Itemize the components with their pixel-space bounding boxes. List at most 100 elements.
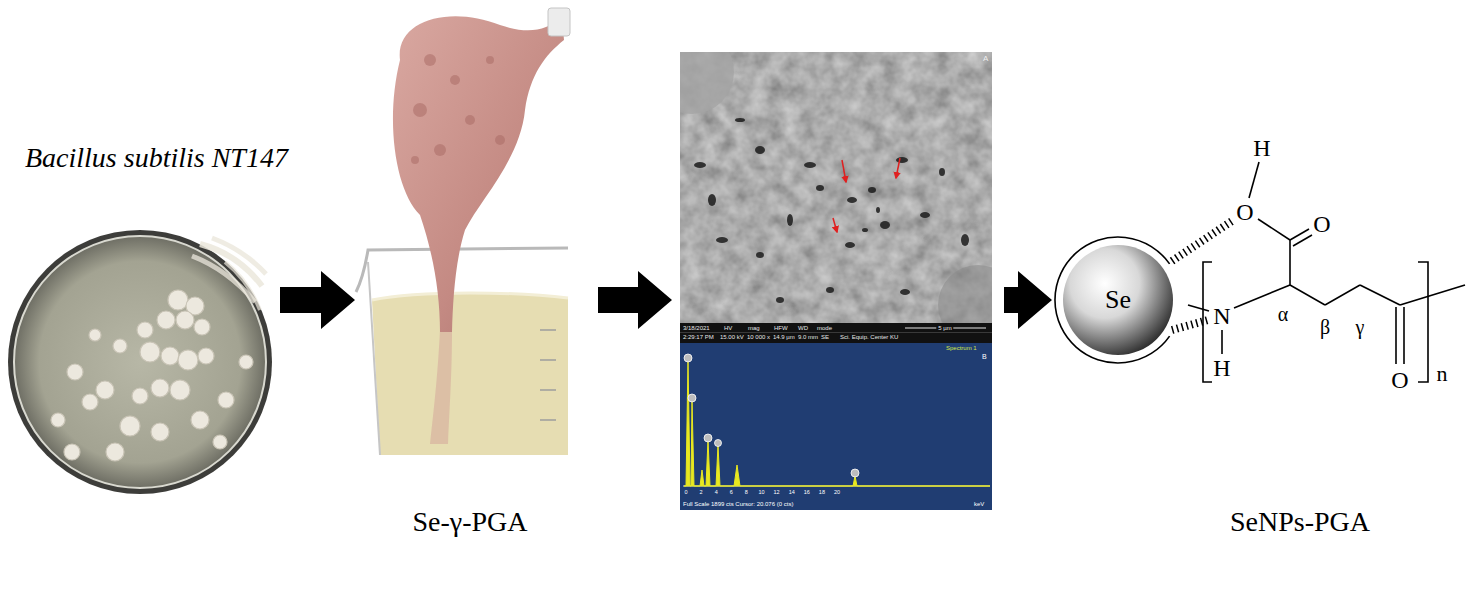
sem-info-bar bbox=[680, 323, 992, 343]
gel-beaker-photo bbox=[356, 8, 570, 455]
gel-beaker-photo-part bbox=[368, 262, 380, 455]
sem-image-part-part bbox=[845, 242, 855, 248]
micrograph-text: Full Scale 1899 cts Cursor: 20.076 (0 ct… bbox=[683, 501, 793, 507]
micrograph-text: 14.9 µm bbox=[773, 334, 795, 340]
panel-caption: SeNPs-PGA bbox=[1230, 508, 1370, 536]
chemical-structure-part bbox=[1360, 285, 1400, 305]
carbon-position: β bbox=[1320, 317, 1330, 337]
eds-spectrum-part bbox=[684, 360, 990, 486]
micrograph-text: 3/18/2021 bbox=[683, 325, 710, 331]
micrograph-text: mag bbox=[748, 325, 760, 331]
petri-dish-part-part bbox=[176, 311, 194, 329]
sem-image bbox=[680, 52, 992, 323]
micrograph-text: 10 bbox=[758, 490, 764, 496]
repeat-subscript: n bbox=[1437, 363, 1448, 385]
chemical-structure-part bbox=[1203, 262, 1212, 382]
red-pointer-part bbox=[842, 160, 846, 182]
gel-beaker-photo-part bbox=[356, 248, 568, 292]
sem-image-part-part bbox=[961, 234, 969, 246]
sem-image-part-part bbox=[694, 162, 706, 168]
chemical-structure-part bbox=[1063, 245, 1173, 355]
sem-image-part bbox=[938, 265, 992, 323]
atom-label: O bbox=[1236, 200, 1253, 224]
eds-spectrum-part-part bbox=[715, 440, 722, 447]
block-arrow bbox=[1004, 271, 1052, 329]
organism-heading: Bacillus subtilis NT147 bbox=[25, 144, 288, 172]
petri-dish-part-part bbox=[96, 381, 114, 399]
micrograph-text: 2 bbox=[700, 490, 703, 496]
petri-dish bbox=[8, 230, 272, 494]
sem-info-bar-part bbox=[680, 323, 992, 343]
gel-beaker-photo-part bbox=[540, 330, 556, 420]
gel-beaker-photo-part bbox=[372, 293, 568, 455]
petri-dish-part-part bbox=[64, 444, 80, 460]
chemical-structure-part bbox=[1293, 235, 1312, 246]
petri-dish-part-part bbox=[194, 319, 210, 335]
micrograph-text: mode bbox=[817, 325, 832, 331]
petri-dish-part bbox=[8, 230, 272, 494]
eds-spectrum bbox=[680, 343, 992, 510]
sem-image-part-part bbox=[816, 185, 824, 191]
sem-image-part-part bbox=[900, 289, 910, 295]
micrograph-text: 14 bbox=[789, 490, 795, 496]
chemical-structure-part bbox=[1395, 307, 1397, 364]
micrograph-text: keV bbox=[974, 501, 984, 507]
carbon-position: γ bbox=[1356, 317, 1365, 337]
sem-image-part-part bbox=[920, 212, 930, 218]
sem-image-part-part bbox=[708, 194, 716, 206]
petri-dish-part-part bbox=[137, 322, 153, 338]
petri-dish-part-part bbox=[67, 364, 83, 380]
red-pointer bbox=[833, 158, 900, 232]
chemical-structure-part bbox=[1221, 330, 1223, 354]
micrograph-text: 18 bbox=[819, 490, 825, 496]
eds-spectrum-part bbox=[680, 343, 992, 510]
gel-beaker-photo-part-part bbox=[540, 419, 556, 421]
sem-image-part-part bbox=[756, 252, 764, 258]
sem-image-part-part bbox=[804, 162, 816, 168]
petri-dish-part-part bbox=[120, 416, 140, 436]
atom-label: H bbox=[1213, 356, 1230, 380]
micrograph-text: 8 bbox=[745, 490, 748, 496]
micrograph-text: 0 bbox=[684, 490, 687, 496]
sem-image-part bbox=[694, 118, 969, 303]
red-pointer-part bbox=[896, 158, 900, 178]
block-arrow bbox=[280, 271, 355, 329]
block-arrow bbox=[598, 271, 672, 329]
gel-beaker-photo-part-part bbox=[450, 75, 460, 85]
gel-beaker-photo-part bbox=[393, 16, 564, 332]
chemical-structure-part bbox=[1418, 262, 1428, 382]
chemical-structure-part bbox=[1400, 285, 1465, 305]
petri-dish-part-part bbox=[191, 411, 209, 429]
micrograph-text: 2:29:17 PM bbox=[683, 334, 714, 340]
sem-image-part-part bbox=[939, 168, 945, 176]
chemical-structure-part bbox=[1289, 240, 1291, 285]
sem-image-part bbox=[680, 52, 734, 114]
gel-beaker-photo-part bbox=[372, 293, 568, 300]
micrograph-text: 4 bbox=[715, 490, 718, 496]
petri-dish-part bbox=[51, 290, 253, 461]
micrograph-text: 10 000 x bbox=[747, 334, 770, 340]
gel-beaker-photo-part-part bbox=[411, 156, 419, 164]
micrograph-text: 12 bbox=[774, 490, 780, 496]
eds-spectrum-part bbox=[684, 354, 859, 477]
petri-dish-part-part bbox=[239, 355, 253, 369]
petri-dish-part-part bbox=[168, 290, 188, 310]
eds-spectrum-part-part bbox=[688, 394, 696, 402]
sem-image-part-part bbox=[868, 187, 876, 193]
petri-dish-part-part bbox=[151, 379, 169, 397]
panel-caption: Se-γ-PGA bbox=[412, 508, 527, 536]
sem-eds-panel: A3/18/2021HVmagHFWWDmode5 µm2:29:17 PM15… bbox=[680, 52, 992, 510]
petri-dish-part-part bbox=[151, 423, 169, 441]
sem-image-part-part bbox=[862, 228, 868, 232]
culture-plate: Bacillus subtilis NT147 bbox=[8, 230, 272, 495]
chemical-structure-part bbox=[1055, 237, 1170, 363]
gel-beaker-photo-part-part bbox=[486, 56, 494, 64]
micrograph-text: 9.0 mm bbox=[798, 334, 818, 340]
chemical-structure-part bbox=[1188, 305, 1209, 311]
micrograph-text: WD bbox=[798, 325, 808, 331]
gel-beaker-photo-part-part bbox=[495, 135, 505, 145]
chemical-structure-part bbox=[1325, 285, 1360, 305]
petri-dish-part-part bbox=[157, 311, 175, 329]
micrograph-text: Spectrum 1 bbox=[946, 345, 977, 351]
